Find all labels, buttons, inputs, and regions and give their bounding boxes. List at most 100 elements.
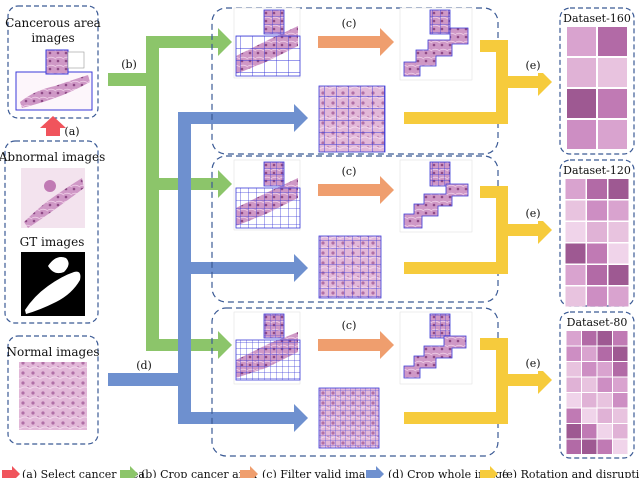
row-120-step-c: (c) — [342, 165, 357, 178]
dataset-tile — [566, 408, 581, 423]
dataset-tile — [587, 179, 607, 199]
dataset-tile — [565, 286, 586, 307]
dataset-tile — [582, 424, 597, 439]
legend-arrow-c — [240, 466, 258, 478]
dataset-tile — [597, 439, 612, 454]
dataset-tile — [566, 439, 581, 454]
legend-label-e: (e) Rotation and disruption — [502, 468, 640, 478]
dataset-tile — [587, 200, 607, 221]
dataset-tile — [613, 362, 628, 377]
row-120-filtered-grid — [399, 159, 473, 233]
dataset-tile — [587, 243, 607, 264]
dataset-tile — [587, 222, 607, 242]
dataset-tile — [613, 393, 628, 408]
dataset-tile — [565, 265, 586, 285]
dataset-tile — [608, 179, 629, 199]
legend-label-a: (a) Select cancer area — [22, 468, 145, 478]
dataset-tile — [613, 377, 628, 392]
dataset-tile — [597, 393, 612, 408]
dataset-tile — [582, 362, 597, 377]
dataset-tile — [597, 424, 612, 439]
legend: (a) Select cancer area (b) Crop cancer a… — [2, 466, 640, 478]
dataset-tile — [567, 58, 596, 87]
dataset-tile — [567, 120, 596, 149]
legend-arrow-a — [2, 466, 20, 478]
dataset-tile — [613, 408, 628, 423]
dataset-tile — [597, 408, 612, 423]
dataset-tile — [565, 200, 586, 221]
row-80-whole-grid — [318, 387, 380, 449]
dataset-tile — [597, 377, 612, 392]
row-160-filtered-grid — [399, 7, 473, 81]
row-80-filtered-grid — [399, 311, 473, 385]
dataset-tile — [608, 222, 629, 242]
normal-title: Normal images — [7, 345, 100, 359]
row-160-step-e: (e) — [525, 59, 540, 72]
dataset-tile — [597, 331, 612, 346]
red-up-arrow — [40, 116, 66, 136]
row-160-whole-grid — [318, 85, 386, 153]
cancer-title-line1: Cancerous area — [5, 16, 101, 30]
row-80-step-e: (e) — [525, 357, 540, 370]
legend-item-d: (d) Crop whole image — [366, 466, 509, 478]
legend-item-a: (a) Select cancer area — [2, 466, 145, 478]
step-d-label: (d) — [136, 359, 152, 372]
step-a: (a) — [40, 116, 80, 138]
dataset-tile — [608, 243, 629, 264]
dataset-tile — [597, 362, 612, 377]
legend-arrow-b — [120, 466, 138, 478]
dataset-tile — [565, 222, 586, 242]
row-120-cancer-grid — [233, 159, 301, 231]
dataset-tile — [566, 362, 581, 377]
legend-label-b: (b) Crop cancer area — [141, 468, 258, 478]
dataset-tile — [566, 424, 581, 439]
row-160-step-c: (c) — [342, 17, 357, 30]
cancer-tissue-strip — [20, 75, 90, 108]
legend-label-d: (d) Crop whole image — [388, 468, 509, 478]
dataset-tile — [566, 346, 581, 361]
row-120-whole-grid — [318, 235, 382, 299]
dataset-tile — [565, 179, 586, 199]
dataset-tile — [598, 58, 627, 87]
dataset-tile — [598, 27, 627, 56]
row-160-filter-arrow: (c) — [318, 16, 394, 56]
dataset-tile — [582, 393, 597, 408]
step-a-label: (a) — [64, 125, 79, 138]
row-120-step-e: (e) — [525, 207, 540, 220]
step-d: (d) — [132, 358, 156, 373]
row-80-filter-arrow: (c) — [318, 318, 394, 359]
dataset-tile — [608, 200, 629, 221]
legend-item-e: (e) Rotation and disruption — [480, 466, 640, 478]
cancer-title-line2: images — [31, 31, 74, 45]
dataset-tile — [613, 439, 628, 454]
gt-title: GT images — [20, 235, 85, 249]
row-120-filter-arrow: (c) — [318, 164, 394, 204]
dataset-tile — [567, 89, 596, 118]
dataset-tile — [598, 89, 627, 118]
row-160-cancer-grid — [233, 7, 301, 79]
dataset-tile — [587, 265, 607, 285]
dataset-80-title: Dataset-80 — [567, 316, 628, 329]
blue-crop-whole-arrows — [108, 104, 308, 432]
row-80-container — [211, 307, 499, 457]
dataset-tile — [608, 286, 629, 307]
normal-image — [19, 362, 87, 430]
legend-arrow-d — [366, 466, 384, 478]
dataset-tile — [613, 346, 628, 361]
abnormal-gt-panel: Abnormal images GT images — [0, 140, 105, 324]
dataset-tile — [582, 346, 597, 361]
dataset-tile — [582, 439, 597, 454]
dataset-160-title: Dataset-160 — [563, 12, 631, 25]
dataset-80-panel: Dataset-80 — [559, 311, 635, 459]
dataset-tile — [567, 27, 596, 56]
yellow-rotation-arrows — [404, 40, 552, 424]
legend-label-c: (c) Filter valid image — [262, 468, 379, 478]
dataset-tile — [597, 346, 612, 361]
dataset-tile — [565, 243, 586, 264]
dataset-tile — [598, 120, 627, 149]
normal-panel: Normal images — [7, 335, 100, 445]
dataset-tile — [613, 331, 628, 346]
step-e-labels: (e) (e) (e) — [521, 58, 545, 371]
dataset-tile — [582, 331, 597, 346]
